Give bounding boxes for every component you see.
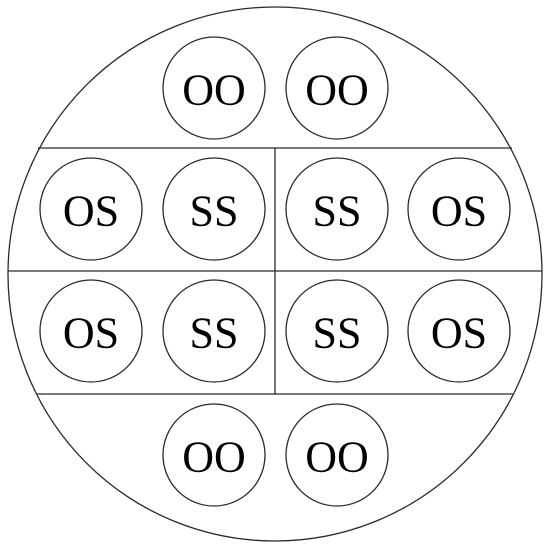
cell-circle [39, 157, 143, 261]
cell-label: OO [305, 66, 369, 115]
cell-upper-2: SS [162, 157, 266, 261]
cell-upper-3: SS [285, 157, 389, 261]
cell-label: OS [431, 309, 487, 358]
cell-upper-1: OS [39, 157, 143, 261]
cell-label: OO [182, 433, 246, 482]
cell-lower-2: SS [162, 279, 266, 383]
cell-label: OS [63, 187, 119, 236]
cell-label: OS [431, 187, 487, 236]
cell-circle [407, 157, 511, 261]
cell-label: SS [313, 309, 362, 358]
cell-lower-3: SS [285, 279, 389, 383]
cell-circle [285, 279, 389, 383]
cell-circle [162, 157, 266, 261]
cell-circle [39, 279, 143, 383]
outer-circle [7, 6, 543, 542]
cell-lower-1: OS [39, 279, 143, 383]
cell-top-1: OO [162, 36, 266, 140]
cell-circle [285, 36, 389, 140]
cell-circle [162, 36, 266, 140]
cell-bottom-2: OO [285, 403, 389, 507]
cell-circle [285, 403, 389, 507]
cell-label: SS [190, 187, 239, 236]
cell-circle [162, 403, 266, 507]
cell-circle [285, 157, 389, 261]
cell-bottom-1: OO [162, 403, 266, 507]
cell-circle [407, 279, 511, 383]
cell-circle [162, 279, 266, 383]
cell-label: SS [313, 187, 362, 236]
cell-label: SS [190, 309, 239, 358]
cell-upper-4: OS [407, 157, 511, 261]
cell-lower-4: OS [407, 279, 511, 383]
cell-label: OO [182, 66, 246, 115]
cell-top-2: OO [285, 36, 389, 140]
cell-label: OS [63, 309, 119, 358]
cell-label: OO [305, 433, 369, 482]
